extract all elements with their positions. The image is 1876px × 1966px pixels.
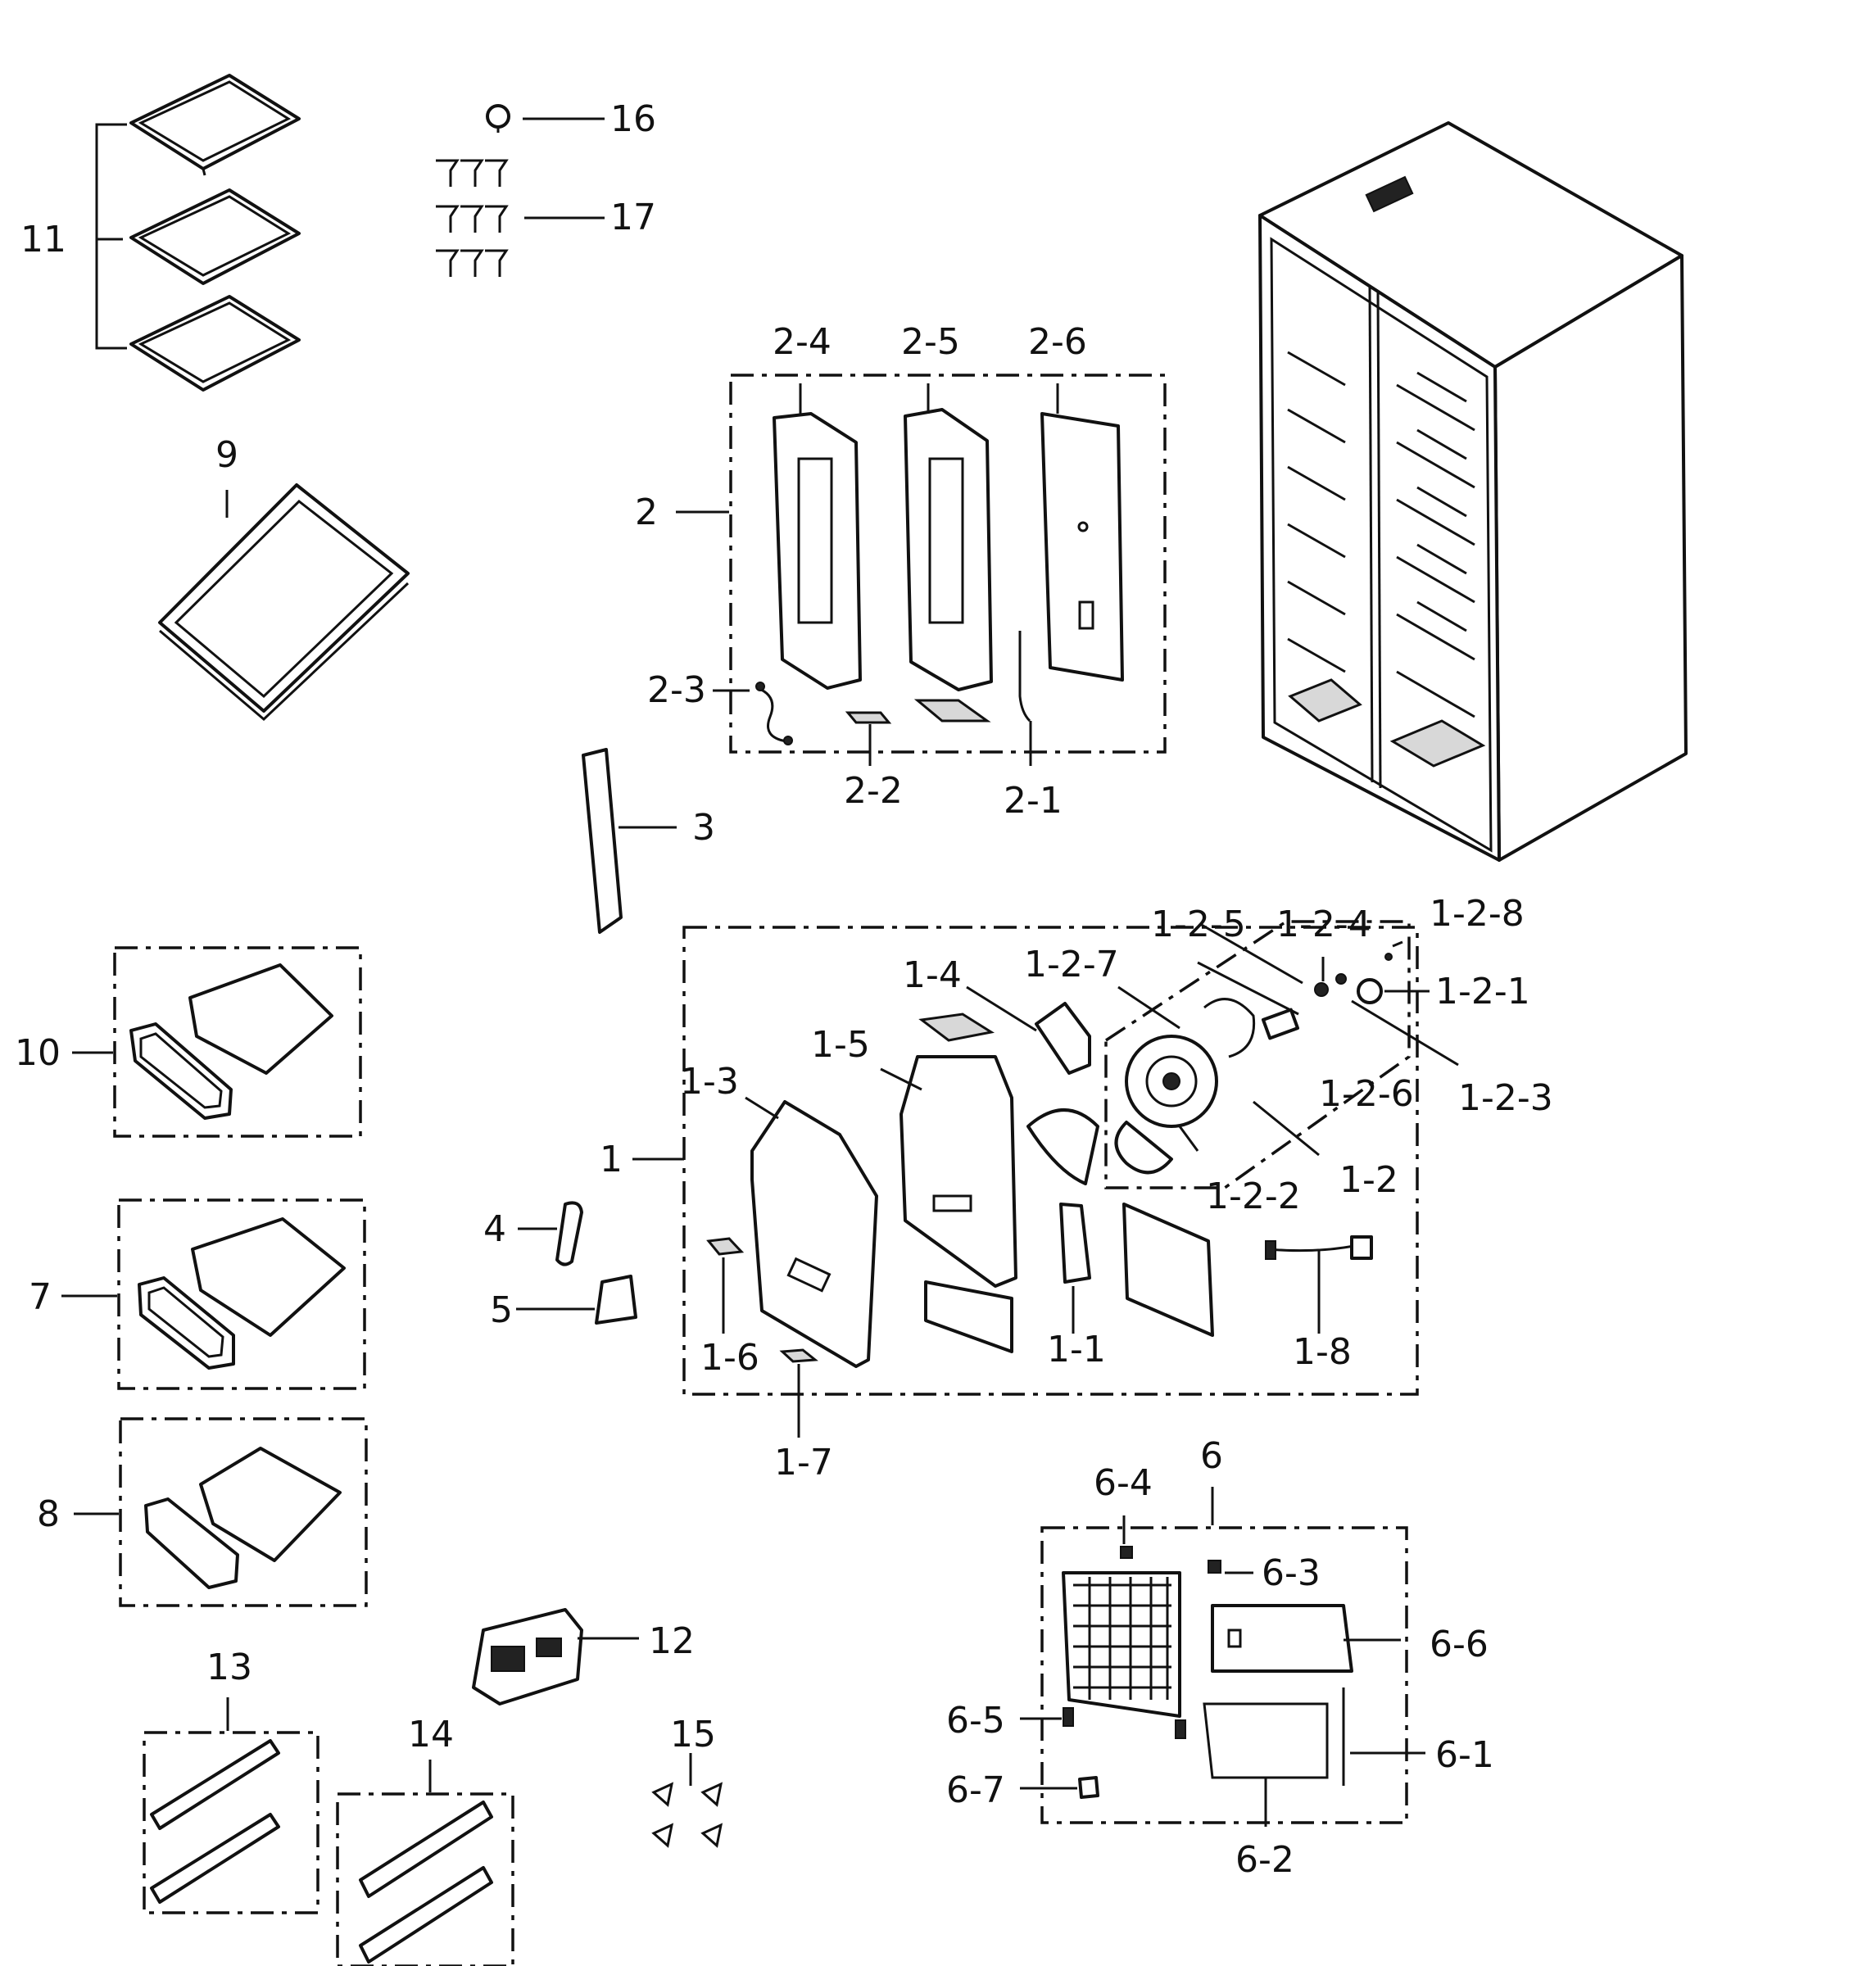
part-1-8-harness: [1265, 1235, 1373, 1334]
part-1-2-leaders: [1178, 922, 1459, 1157]
callout-1-3: 1-3: [680, 1061, 739, 1103]
callout-2-2: 2-2: [844, 770, 903, 812]
callout-11: 11: [20, 219, 66, 260]
callout-2-3: 2-3: [647, 669, 706, 711]
part-8-drawer: [74, 1417, 368, 1607]
callout-8: 8: [37, 1493, 60, 1535]
shelf-top: [129, 74, 301, 176]
callout-1-6: 1-6: [700, 1337, 759, 1379]
callout-2-6: 2-6: [1028, 321, 1087, 363]
part-1-cover-right: [1122, 1203, 1214, 1337]
part-10-drawer: [72, 946, 362, 1138]
callout-6-2: 6-2: [1235, 1839, 1294, 1881]
part-1-1-bracket: [1059, 1203, 1091, 1334]
callout-6-1: 6-1: [1435, 1734, 1494, 1776]
callout-1-2-5: 1-2-5: [1151, 904, 1246, 945]
callout-1-2-8: 1-2-8: [1430, 893, 1525, 935]
part-6-4-clip: [1120, 1515, 1133, 1559]
callout-6-3: 6-3: [1262, 1552, 1321, 1594]
callout-2-4: 2-4: [773, 321, 832, 363]
callout-1: 1: [600, 1139, 623, 1180]
part-2-4-cover: [773, 383, 862, 690]
part-6-1-wire: [1342, 1687, 1425, 1786]
part-1-4-cover: [918, 985, 1091, 1075]
callout-6-6: 6-6: [1430, 1624, 1489, 1665]
group-box-2: [729, 374, 1167, 754]
callout-1-5: 1-5: [811, 1024, 870, 1066]
refrigerator-cabinet: [1258, 121, 1688, 862]
part-15-screws: [651, 1753, 723, 1848]
callout-6-5: 6-5: [946, 1700, 1005, 1742]
part-2-6-insulation: [1040, 383, 1124, 682]
part-6-3-clip: [1208, 1560, 1253, 1574]
part-4-flap: [518, 1201, 583, 1266]
callout-1-2-3: 1-2-3: [1458, 1077, 1553, 1119]
part-1-3-panel: [745, 1096, 878, 1368]
part-12-module: [472, 1608, 639, 1706]
callout-17: 17: [610, 197, 656, 238]
part-6-2-coil: [1203, 1702, 1329, 1827]
part-2-2-bracket: [845, 711, 892, 766]
shelf-middle: [129, 188, 301, 285]
callout-1-2: 1-2: [1339, 1159, 1398, 1201]
callout-1-2-2: 1-2-2: [1206, 1176, 1301, 1217]
part-3-gasket: [582, 748, 677, 934]
callout-2-5: 2-5: [901, 321, 960, 363]
part-13-rails: [143, 1697, 319, 1914]
part-6-6-heater: [1211, 1604, 1401, 1673]
callout-7: 7: [29, 1276, 52, 1318]
part-6-5-6-7: [1020, 1707, 1186, 1799]
part-9-glass-shelf: [158, 483, 410, 722]
part-1-2-7-housing: [1026, 985, 1180, 1185]
callout-12: 12: [649, 1620, 695, 1662]
callout-10: 10: [15, 1032, 61, 1074]
part-6-evaporator: [1062, 1571, 1181, 1718]
callout-1-2-6: 1-2-6: [1319, 1073, 1414, 1115]
group-box-1: [682, 926, 1419, 1396]
shelf-bottom: [129, 295, 301, 392]
callout-3: 3: [692, 807, 715, 849]
callout-6-7: 6-7: [946, 1769, 1005, 1811]
part-5-cap: [516, 1275, 637, 1325]
callout-labels: 16 17 11 9 2-4 2-5 2-6 2 2-3 2-2 2-1 3 1…: [15, 98, 1553, 1881]
part-17-screws: [436, 159, 605, 277]
callout-1-8: 1-8: [1293, 1331, 1352, 1373]
part-1-2-fan-subgroup: [1104, 920, 1411, 1189]
part-1-6-1-7: [706, 1237, 1013, 1438]
part-2-3-harness: [713, 682, 793, 745]
part-2-5-cover: [904, 383, 993, 691]
callout-2: 2: [635, 492, 658, 533]
callout-4: 4: [483, 1208, 506, 1250]
callout-1-2-4: 1-2-4: [1276, 904, 1371, 945]
callout-6-4: 6-4: [1094, 1462, 1153, 1504]
part-14-rails: [336, 1760, 514, 1966]
callout-6: 6: [1200, 1435, 1223, 1477]
part-16-screw: [486, 104, 605, 133]
part-11-shelves: [95, 74, 301, 392]
callout-16: 16: [610, 98, 656, 140]
callout-15: 15: [670, 1714, 716, 1755]
callout-14: 14: [408, 1714, 454, 1755]
callout-1-2-1: 1-2-1: [1435, 971, 1530, 1012]
part-1-5-duct: [880, 1055, 1017, 1288]
part-7-drawer: [61, 1198, 366, 1390]
callout-13: 13: [206, 1647, 252, 1688]
callout-1-7: 1-7: [774, 1442, 833, 1484]
callout-1-1: 1-1: [1047, 1329, 1106, 1370]
group-box-6: [1040, 1526, 1408, 1824]
callout-5: 5: [490, 1289, 513, 1331]
part-2-1-sensor: [913, 631, 1032, 766]
callout-2-1: 2-1: [1004, 780, 1063, 822]
callout-1-2-7: 1-2-7: [1024, 944, 1119, 985]
callout-9: 9: [215, 434, 238, 476]
callout-1-4: 1-4: [903, 954, 962, 996]
